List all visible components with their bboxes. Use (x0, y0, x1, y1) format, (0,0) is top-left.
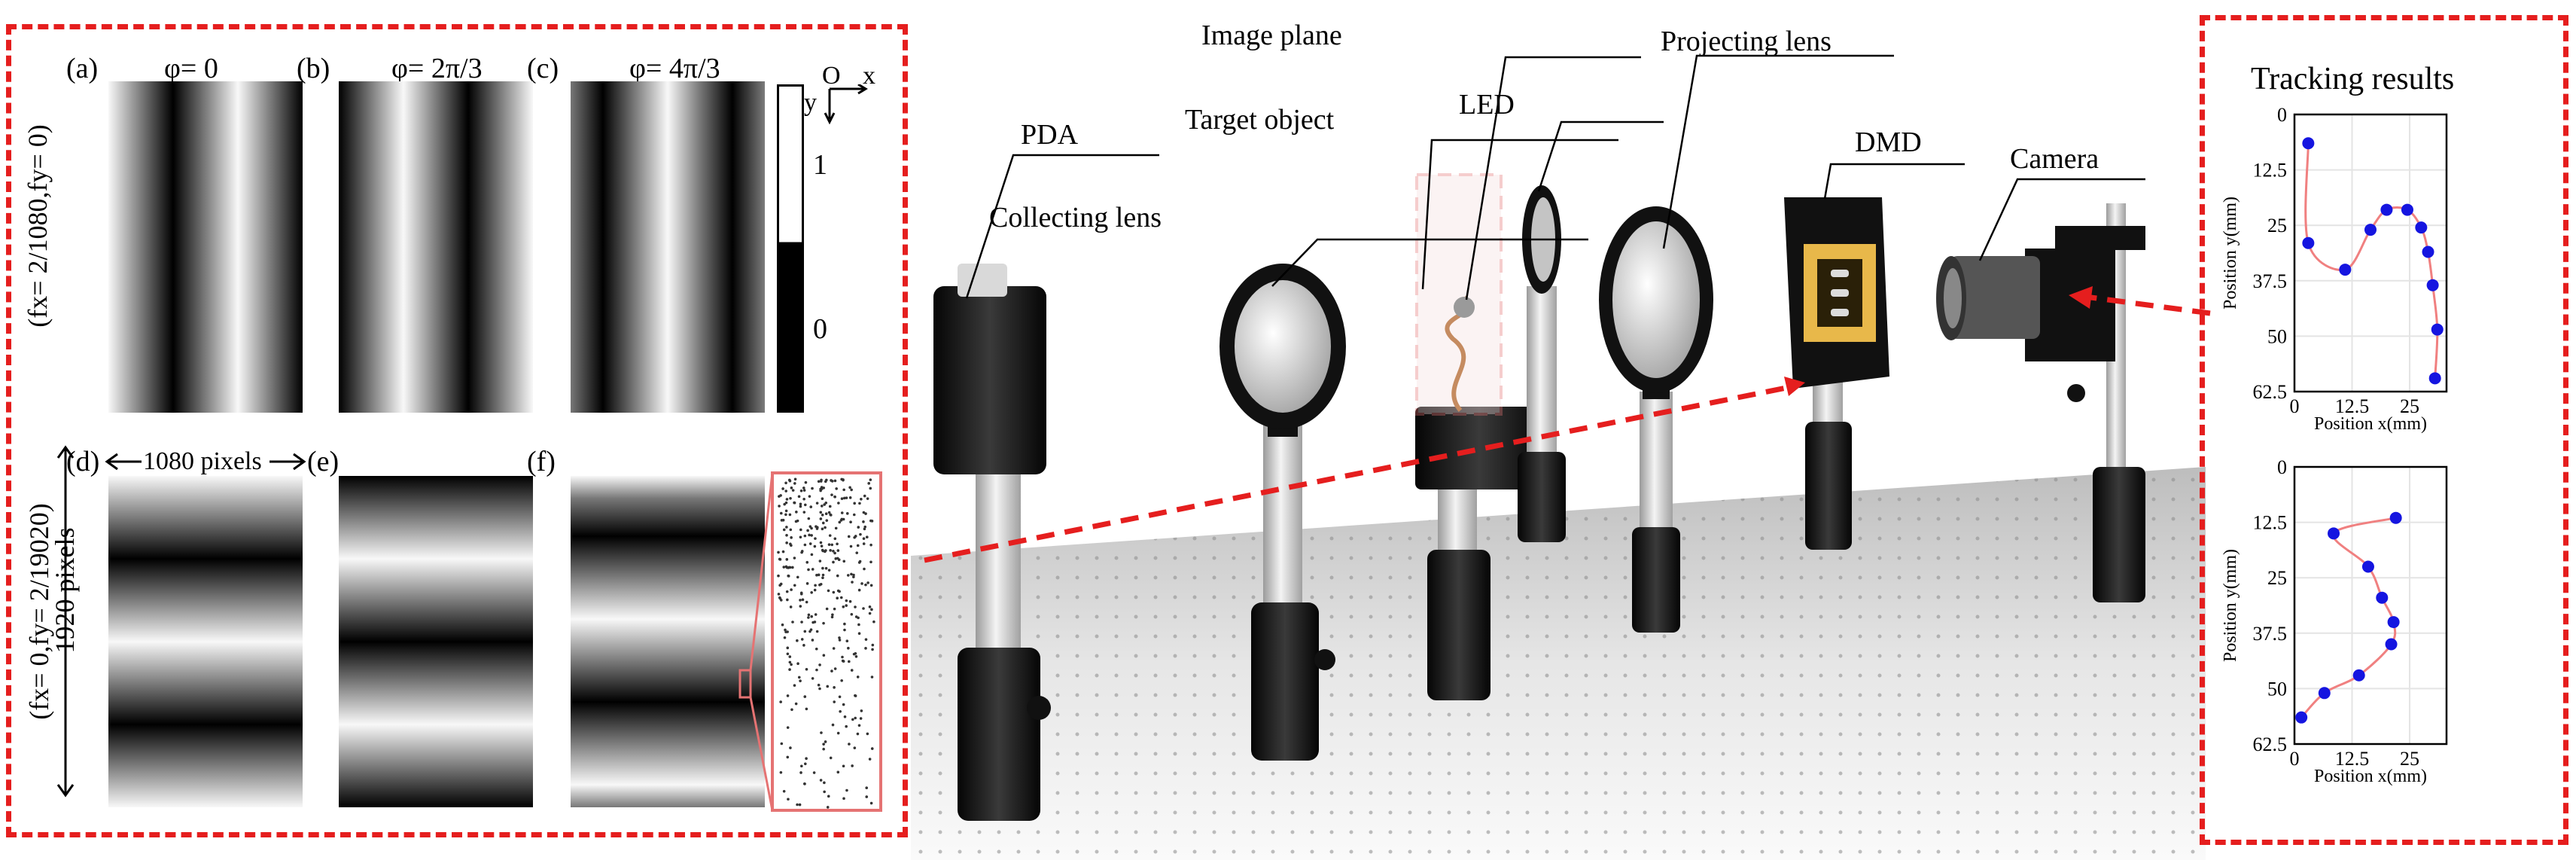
trajectory-point (2295, 711, 2308, 724)
fringe-image-f (571, 476, 765, 807)
trajectory-point (2376, 591, 2389, 604)
y-tick-label: 12.5 (2253, 512, 2288, 534)
trajectory-point (2328, 527, 2340, 540)
x-tick-label: 25 (2400, 395, 2419, 417)
tag-a: (a) (66, 53, 99, 84)
x-axis-label: Position x(mm) (2314, 414, 2427, 434)
y-tick-label: 50 (2267, 678, 2287, 700)
row2-frequency-label: (fx= 0,fy= 2/19020) (24, 503, 54, 720)
trajectory-point (2428, 372, 2441, 385)
trajectory-point (2422, 245, 2434, 258)
pda-detector (933, 264, 1051, 821)
dmd-module (1784, 197, 1889, 550)
trajectory-curve (2300, 517, 2397, 718)
x-tick-label: 0 (2290, 395, 2300, 417)
x-tick-label: 12.5 (2335, 748, 2370, 770)
axis-x: x (863, 62, 875, 90)
tag-e: (e) (307, 446, 340, 477)
tag-c: (c) (527, 53, 559, 84)
y-tick-label: 50 (2267, 325, 2287, 347)
collecting-lens (1219, 264, 1346, 761)
height-dimension-arrow-icon (56, 445, 75, 797)
tracking-results-panel (2200, 15, 2568, 845)
fringe-image-c (571, 81, 765, 413)
tag-b: (b) (297, 53, 330, 84)
trajectory-point (2401, 203, 2413, 216)
tracking-title: Tracking results (2251, 62, 2455, 96)
axis-arrows-icon (824, 84, 868, 125)
trajectory-point (2387, 616, 2400, 629)
y-axis-label: Position y(mm) (2221, 549, 2240, 662)
binary-dither-zoom-inset (738, 471, 882, 812)
x-axis-label: Position x(mm) (2314, 767, 2427, 786)
y-tick-label: 12.5 (2253, 160, 2288, 181)
y-tick-label: 0 (2277, 104, 2287, 126)
y-tick-label: 37.5 (2253, 623, 2288, 645)
tag-f: (f) (527, 446, 556, 477)
plot-frame (2293, 465, 2448, 746)
trajectory-point (2389, 511, 2402, 524)
phase-b: φ= 2π/3 (391, 53, 483, 84)
x-tick-label: 12.5 (2335, 395, 2370, 417)
y-tick-label: 25 (2267, 567, 2287, 589)
fringe-image-e (339, 476, 533, 807)
y-axis-label: Position y(mm) (2221, 197, 2240, 310)
label-image-plane: Image plane (1201, 20, 1342, 51)
trajectory-point (2352, 669, 2365, 682)
trajectory-point (2302, 137, 2315, 150)
plot-frame (2293, 113, 2448, 393)
axis-origin: O (822, 62, 841, 90)
trajectory-point (2339, 264, 2352, 276)
camera-unit (1936, 203, 2145, 602)
row1-frequency-label: (fx= 2/1080,fy= 0) (23, 124, 53, 328)
label-collecting-lens: Collecting lens (989, 202, 1162, 233)
label-projecting-lens: Projecting lens (1661, 26, 1832, 57)
optical-setup-illustration (911, 54, 2206, 860)
trajectory-point (2318, 687, 2331, 700)
colorbar (777, 84, 804, 413)
x-tick-label: 0 (2290, 748, 2300, 770)
trajectory-curve (2304, 143, 2439, 379)
y-tick-label: 62.5 (2253, 381, 2288, 403)
tag-d: (d) (66, 446, 100, 477)
label-camera: Camera (2010, 143, 2099, 175)
axis-y: y (804, 89, 817, 117)
trajectory-point (2302, 236, 2315, 249)
trajectory-point (2364, 224, 2377, 236)
width-pixels-label: 1080 pixels (143, 447, 262, 475)
fringe-patterns-panel (6, 24, 908, 837)
label-pda: PDA (1021, 119, 1079, 151)
y-tick-label: 25 (2267, 215, 2287, 236)
label-dmd: DMD (1855, 127, 1922, 158)
trajectory-point (2426, 279, 2439, 291)
fringe-image-a (108, 81, 303, 413)
target-object-stage (1415, 173, 1543, 700)
trajectory-point (2361, 560, 2374, 573)
projecting-lens (1599, 206, 1713, 633)
y-tick-label: 0 (2277, 456, 2287, 478)
colorbar-bottom-label: 0 (813, 313, 827, 345)
trajectory-point (2431, 323, 2444, 336)
y-tick-label: 62.5 (2253, 733, 2288, 755)
trajectory-point (2385, 638, 2398, 651)
fringe-image-d (108, 476, 303, 807)
trajectory-point (2380, 203, 2393, 216)
phase-c: φ= 4π/3 (629, 53, 720, 84)
x-tick-label: 25 (2400, 748, 2419, 770)
fringe-image-b (339, 81, 533, 413)
y-tick-label: 37.5 (2253, 270, 2288, 292)
label-target-object: Target object (1185, 104, 1335, 136)
trajectory-point (2415, 221, 2428, 234)
phase-a: φ= 0 (164, 53, 218, 84)
width-dimension-arrow-icon (105, 453, 306, 471)
colorbar-top-label: 1 (813, 149, 827, 181)
tracking-to-camera-arrow (2069, 286, 2211, 316)
label-led: LED (1459, 89, 1515, 120)
